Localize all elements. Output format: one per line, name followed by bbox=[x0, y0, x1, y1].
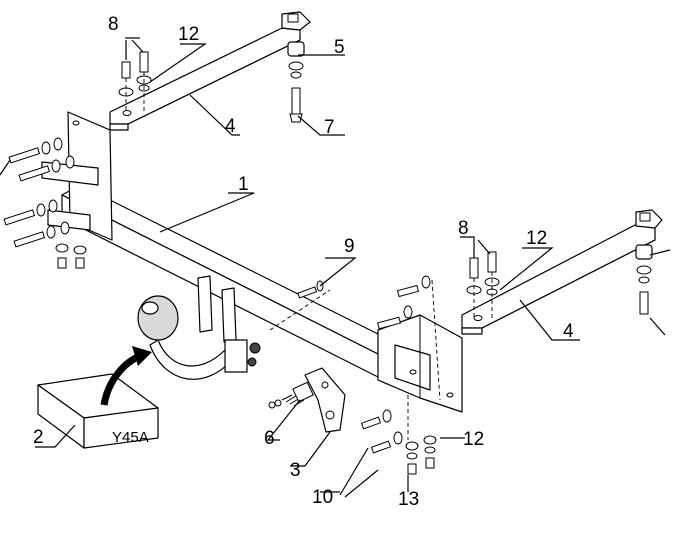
ball-cover-box: Y45A bbox=[37, 373, 159, 449]
callout-9: 9 bbox=[344, 236, 355, 257]
callout-7: 7 bbox=[324, 117, 335, 138]
lower-bolts bbox=[360, 409, 437, 475]
callout-labels: 1 2 3 4 4 5 6 7 8 8 9 10 12 12 12 13 bbox=[33, 14, 574, 510]
right-plate-bolts bbox=[376, 275, 441, 440]
callout-1: 1 bbox=[238, 174, 249, 195]
ball-mount-plates bbox=[197, 275, 237, 343]
callout-5: 5 bbox=[334, 37, 345, 58]
callout-8-upper: 8 bbox=[108, 14, 119, 35]
callout-6: 6 bbox=[264, 428, 275, 449]
bolt-stack-8-upper bbox=[118, 51, 152, 112]
leader-lines bbox=[0, 37, 671, 498]
callout-8-lower: 8 bbox=[458, 218, 469, 239]
tow-ball bbox=[137, 295, 261, 380]
socket-plate bbox=[304, 367, 346, 433]
callout-4-lower: 4 bbox=[563, 321, 574, 342]
callout-13: 13 bbox=[398, 489, 419, 510]
callout-10: 10 bbox=[312, 487, 333, 508]
callout-12-lower: 12 bbox=[526, 228, 547, 249]
bolt-stack-far-right bbox=[635, 244, 653, 315]
spring-bolt bbox=[268, 381, 314, 409]
bolt-9 bbox=[269, 280, 331, 331]
callout-2: 2 bbox=[33, 427, 44, 448]
callout-12-bottom: 12 bbox=[463, 429, 484, 450]
right-side-plate bbox=[377, 314, 463, 413]
left-bolts bbox=[3, 137, 87, 269]
left-side-plate bbox=[41, 111, 113, 241]
callout-4-upper: 4 bbox=[225, 116, 236, 137]
lower-bracket-arm bbox=[461, 209, 663, 335]
bolt-stack-8-lower bbox=[466, 251, 500, 320]
upper-bracket-arm bbox=[109, 11, 311, 131]
callout-12-upper: 12 bbox=[178, 24, 199, 45]
callout-3: 3 bbox=[290, 460, 301, 481]
bolt-stack-5-7 bbox=[287, 41, 305, 123]
box-label: Y45A bbox=[112, 429, 149, 446]
arrow-icon bbox=[100, 346, 152, 406]
